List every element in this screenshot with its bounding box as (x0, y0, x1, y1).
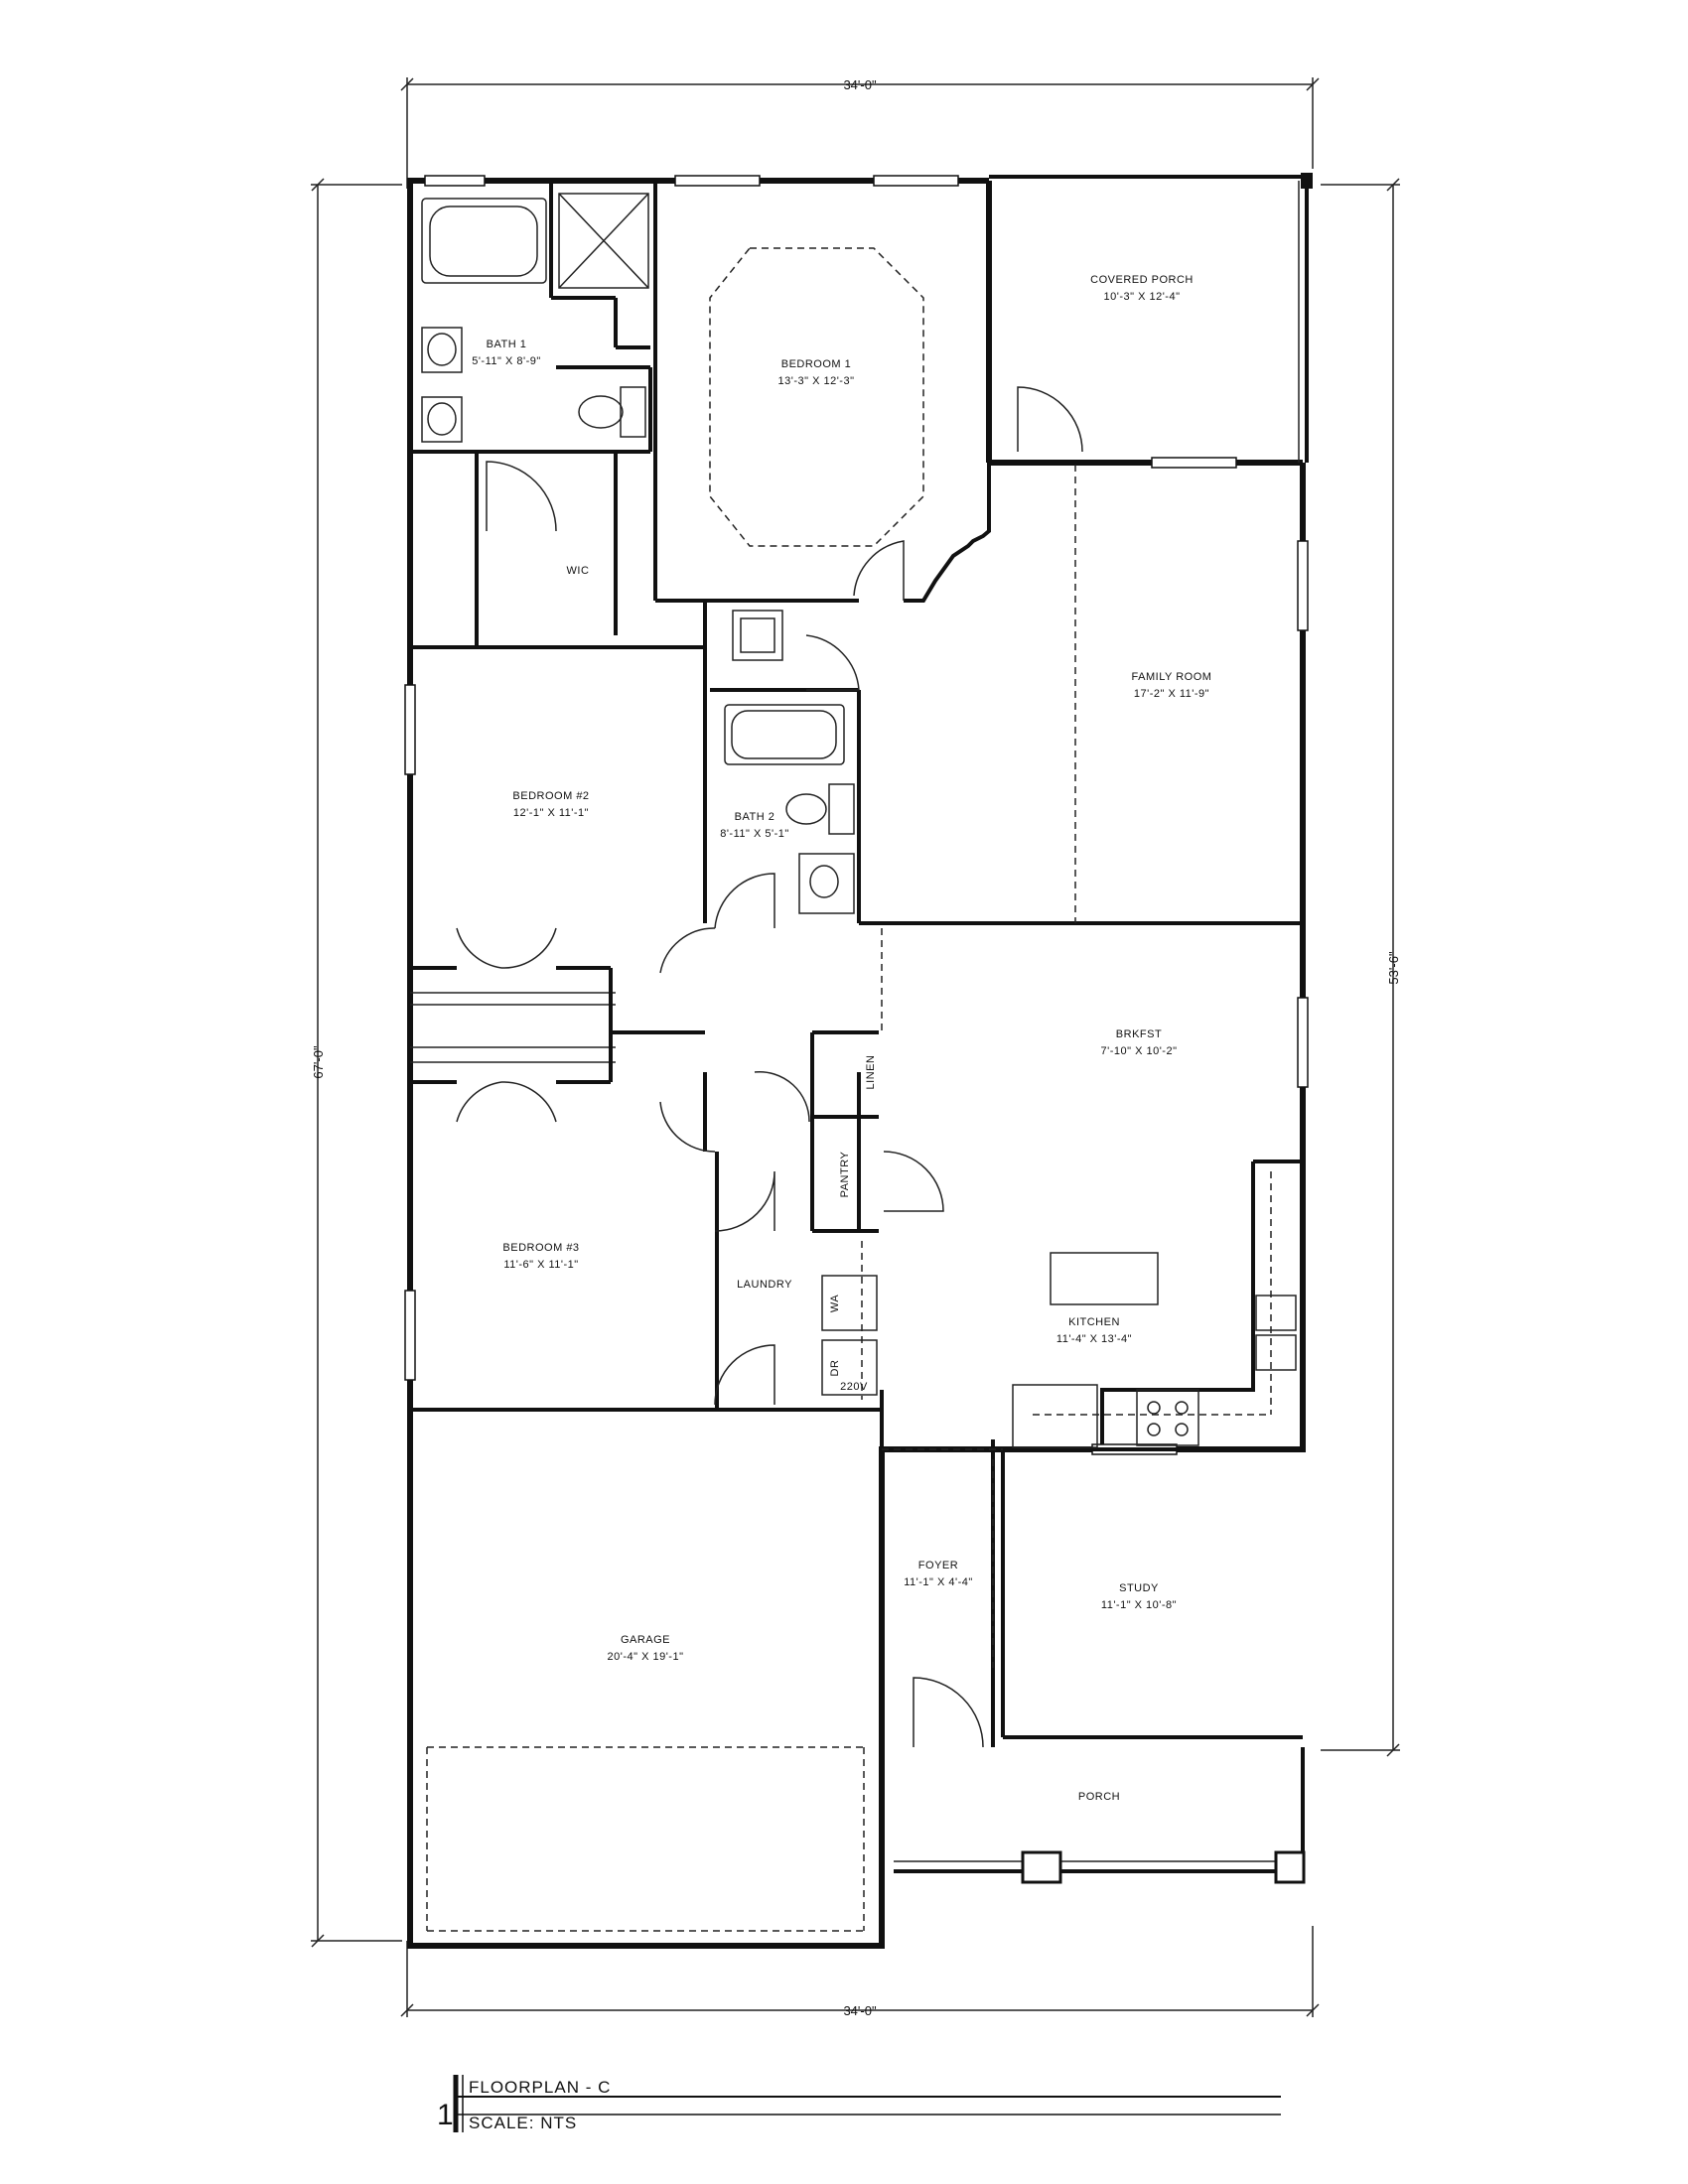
bath2-size: 8'-11" X 5'-1" (720, 828, 789, 840)
bedroom2-label: BEDROOM #2 (512, 790, 589, 802)
family-room-label: FAMILY ROOM (1132, 671, 1212, 683)
interior-walls (407, 181, 1303, 1946)
bedroom3-size: 11'-6" X 11'-1" (503, 1259, 578, 1271)
study-label: STUDY (1119, 1582, 1159, 1594)
title-block: 1 FLOORPLAN - C SCALE: NTS (437, 2075, 1281, 2132)
bath1-size: 5'-11" X 8'-9" (472, 355, 541, 367)
garage-size: 20'-4" X 19'-1" (608, 1651, 684, 1663)
door-swings (456, 386, 1083, 1748)
kitchen-fixtures (1012, 1160, 1303, 1448)
covered-porch-label: COVERED PORCH (1090, 274, 1194, 286)
plumbing-fixtures (421, 193, 855, 914)
bedroom3-label: BEDROOM #3 (502, 1242, 579, 1254)
drawing-number: 1 (437, 2099, 455, 2131)
drawing-title: FLOORPLAN - C (469, 2078, 611, 2097)
laundry-label: LAUNDRY (737, 1279, 792, 1291)
tray-ceiling-outline (709, 247, 924, 547)
outlet-label: 220V (840, 1381, 868, 1393)
bottom-width-dimension: 34'-0" (843, 2003, 877, 2018)
right-height-dimension: 53'-6" (1386, 951, 1401, 985)
garage-label: GARAGE (621, 1634, 670, 1646)
bath2-label: BATH 2 (735, 811, 775, 823)
bedroom1-label: BEDROOM 1 (781, 358, 852, 370)
pantry-label: PANTRY (839, 1152, 851, 1198)
brkfst-label: BRKFST (1116, 1028, 1162, 1040)
dryer-label: DR (829, 1360, 841, 1377)
brkfst-size: 7'-10" X 10'-2" (1101, 1045, 1178, 1057)
washer-label: WA (829, 1295, 841, 1312)
bath1-label: BATH 1 (487, 339, 527, 350)
laundry-fixtures (821, 1241, 878, 1400)
linen-label: LINEN (865, 1055, 877, 1090)
foyer-label: FOYER (918, 1560, 958, 1571)
covered-porch-size: 10'-3" X 12'-4" (1104, 291, 1181, 303)
left-height-dimension: 67'-0" (311, 1045, 326, 1079)
room-labels: BATH 1 5'-11" X 8'-9" BEDROOM 1 13'-3" X… (472, 274, 1211, 1803)
porch-structure (894, 1747, 1306, 1884)
kitchen-label: KITCHEN (1068, 1316, 1120, 1328)
kitchen-size: 11'-4" X 13'-4" (1056, 1333, 1132, 1345)
wic-label: WIC (567, 565, 590, 577)
dimension-lines: 34'-0" 34'-0" 67'-0" 53'-6" (311, 77, 1401, 2018)
bedroom2-size: 12'-1" X 11'-1" (513, 807, 589, 819)
exterior-walls (407, 173, 1313, 1949)
family-room-size: 17'-2" X 11'-9" (1134, 688, 1209, 700)
drawing-scale: SCALE: NTS (469, 2114, 577, 2132)
foyer-size: 11'-1" X 4'-4" (904, 1576, 973, 1588)
study-size: 11'-1" X 10'-8" (1101, 1599, 1177, 1611)
porch-label: PORCH (1078, 1791, 1120, 1803)
top-width-dimension: 34'-0" (843, 77, 877, 92)
bedroom1-size: 13'-3" X 12'-3" (778, 375, 855, 387)
